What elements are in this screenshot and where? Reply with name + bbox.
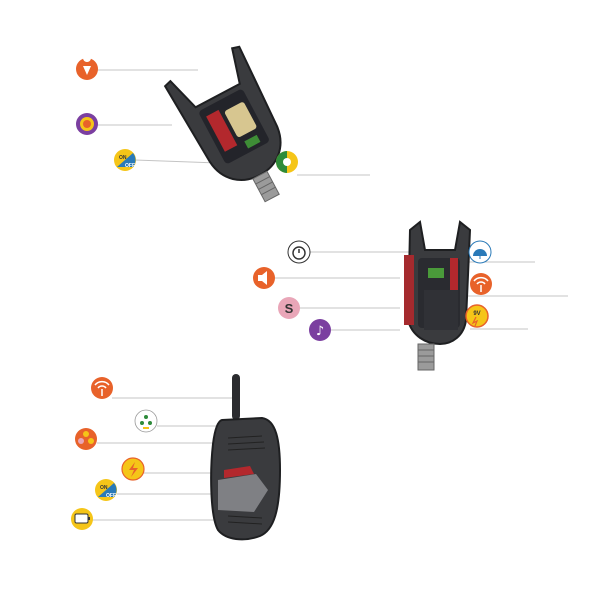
charging-icon <box>121 457 145 481</box>
screw-thread <box>417 343 435 371</box>
location-pin-icon <box>76 54 98 80</box>
sound-s-icon: S <box>278 297 300 319</box>
internal-spool <box>224 102 257 137</box>
battery-icon <box>71 508 93 530</box>
wireless-signal-icon <box>470 273 492 295</box>
svg-text:S: S <box>285 301 294 316</box>
sensitivity-dial-icon <box>76 113 98 135</box>
wireless-signal-icon <box>91 377 113 399</box>
internal-battery <box>424 290 458 330</box>
leader-line <box>134 159 219 164</box>
on-off-switch-icon: ON OFF <box>95 479 117 501</box>
music-note-icon: ♪ <box>309 319 331 341</box>
internal-red-part <box>404 255 414 325</box>
receiver-antenna <box>232 374 240 420</box>
screw-thread <box>252 170 280 203</box>
svg-text:ON: ON <box>100 485 108 491</box>
receiver-grille <box>227 435 266 525</box>
receiver-handset: ON OFF <box>71 374 282 541</box>
receiver-led-strip <box>224 466 254 478</box>
middle-bite-alarm: S ♪ 9V <box>253 220 568 371</box>
svg-text:OFF: OFF <box>125 163 135 169</box>
internal-red-part <box>206 109 238 152</box>
led-indicator-icon <box>134 409 158 433</box>
internal-red-part <box>450 258 458 298</box>
svg-text:9V: 9V <box>473 311 480 317</box>
waterproof-icon <box>468 240 492 264</box>
multi-led-icon <box>75 428 97 450</box>
top-bite-alarm: ON OFF <box>76 45 370 203</box>
receiver-front-panel <box>218 474 268 512</box>
battery-9v-icon: 9V <box>465 304 489 328</box>
led-color-icon <box>276 151 298 173</box>
svg-text:OFF: OFF <box>106 493 116 499</box>
internal-board <box>428 268 444 278</box>
volume-icon <box>253 267 275 289</box>
svg-text:♪: ♪ <box>316 324 324 339</box>
svg-text:ON: ON <box>119 155 127 161</box>
on-off-switch-icon: ON OFF <box>114 149 136 171</box>
timer-icon <box>287 240 311 264</box>
internal-board <box>244 134 261 149</box>
